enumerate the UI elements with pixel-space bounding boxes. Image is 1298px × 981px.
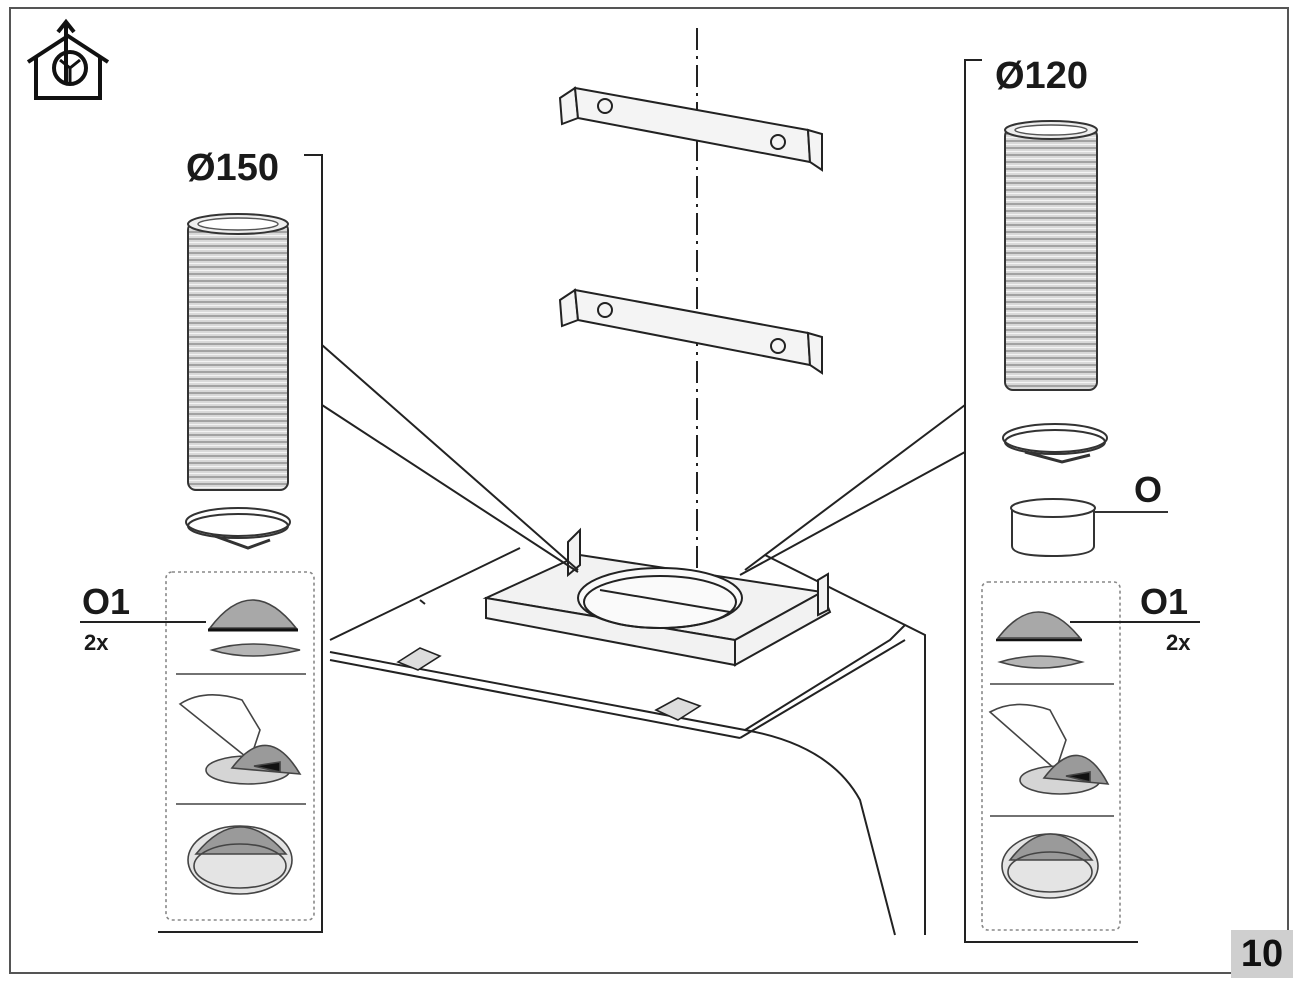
qty-left-label: 2x	[84, 630, 109, 655]
check-valve-panel-right	[981, 581, 1121, 931]
page-frame	[9, 7, 1289, 974]
ducted-exhaust-house-icon	[26, 18, 110, 100]
hose-clamp-120	[1002, 423, 1108, 464]
hose-clamp-150	[185, 507, 291, 550]
reduction-adapter-o	[1010, 498, 1168, 558]
diameter-150-label: Ø150	[186, 147, 279, 189]
flexible-duct-150	[187, 213, 289, 491]
callout-150-frame	[158, 154, 579, 933]
page-number: 10	[1231, 930, 1293, 978]
qty-right-label: 2x	[1166, 630, 1191, 655]
top-mounting-frame	[482, 527, 832, 667]
check-valve-panel-left	[165, 571, 315, 921]
part-o1-left-label: O1	[82, 581, 130, 622]
part-o-label: O	[1134, 469, 1162, 510]
diameter-120-label: Ø120	[995, 55, 1088, 97]
hinges	[396, 647, 702, 721]
upper-mounting-bracket	[558, 86, 823, 172]
callout-120-frame	[739, 59, 1138, 943]
flexible-duct-120	[1004, 120, 1098, 391]
lower-mounting-bracket	[558, 288, 823, 375]
hood-body	[329, 547, 926, 936]
part-o1-right-label: O1	[1140, 581, 1188, 622]
